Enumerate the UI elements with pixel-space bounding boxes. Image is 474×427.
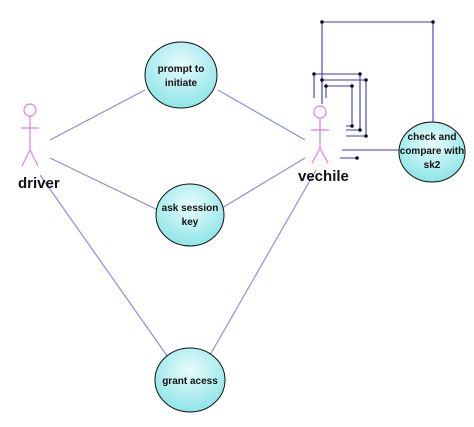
self-loop-2 [313, 73, 361, 131]
actor-head [313, 105, 327, 119]
vehicle-label: vechile [298, 168, 349, 185]
self-loop-4 [325, 85, 353, 127]
vehicle-self-loops [312, 20, 435, 160]
usecase-ask-session-key[interactable]: ask session key [155, 183, 225, 247]
bend-point [364, 78, 368, 82]
usecase-ellipse [144, 41, 218, 109]
usecase-check-and-compare[interactable]: check and compare with sk2 [398, 121, 466, 183]
assoc-driver-session-key [49, 157, 159, 211]
usecase-ellipse [155, 183, 225, 247]
usecase-label-line: sk2 [424, 160, 441, 171]
associations [39, 89, 400, 361]
bend-point [431, 20, 435, 24]
bend-point [358, 128, 362, 132]
assoc-vehicle-prompt [217, 89, 306, 141]
self-loop-outer [321, 21, 434, 123]
bend-point [364, 134, 368, 138]
usecase-label-line: check and [408, 132, 457, 143]
bend-point [320, 20, 324, 24]
actor-head [23, 103, 37, 117]
bend-point [324, 84, 328, 88]
usecase-prompt-to-initiate[interactable]: prompt to initiate [144, 41, 218, 109]
bend-point [350, 84, 354, 88]
assoc-vehicle-grant [209, 169, 317, 356]
usecase-label-line: ask session [162, 203, 219, 214]
assoc-driver-grant [39, 174, 171, 361]
bend-point [320, 78, 324, 82]
vehicle-actor[interactable] [311, 105, 329, 164]
usecase-label-line: prompt to [158, 64, 205, 75]
usecase-ellipse [154, 347, 226, 413]
bend-point [312, 72, 316, 76]
usecase-label-line: grant acess [162, 376, 218, 387]
assoc-vehicle-session-key [221, 157, 306, 209]
usecase-label-line: compare with [400, 146, 464, 157]
actor-body [311, 118, 329, 164]
bend-point [358, 72, 362, 76]
usecase-grant-acess[interactable]: grant acess [154, 347, 226, 413]
driver-actor[interactable] [21, 103, 39, 167]
assoc-driver-prompt [49, 89, 146, 141]
actor-body [21, 116, 39, 167]
driver-label: driver [18, 175, 60, 192]
usecase-label-line: key [182, 217, 199, 228]
usecase-label-line: initiate [165, 78, 198, 89]
bend-point [350, 124, 354, 128]
usecase-ellipse [398, 121, 466, 183]
loop-bend-points [312, 20, 435, 160]
self-loop-3 [321, 79, 367, 137]
bend-point [355, 156, 359, 160]
